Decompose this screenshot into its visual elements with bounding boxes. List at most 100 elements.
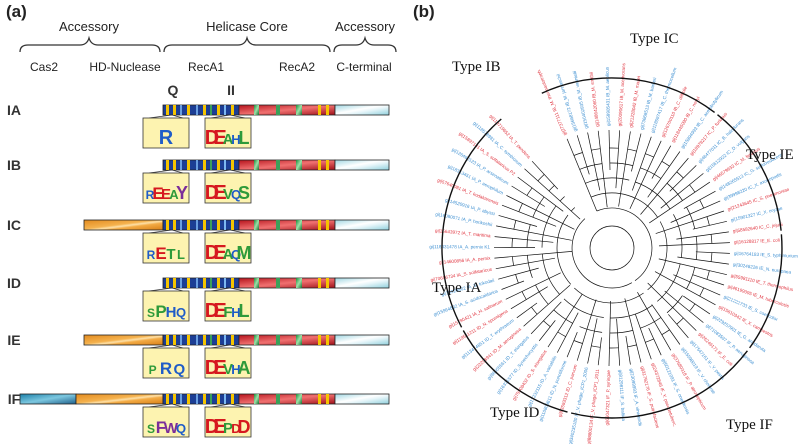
tree-node-arc <box>610 305 653 319</box>
cas2-domain <box>19 393 77 405</box>
clade-arc-type-ic <box>717 114 782 231</box>
reca1-motif-stripe <box>203 220 206 230</box>
logo-letter: H <box>166 304 177 321</box>
clade-arc-type-if <box>570 350 748 419</box>
tree-branch <box>647 151 681 198</box>
tree-branch <box>498 215 538 227</box>
tree-branch <box>634 313 652 360</box>
logo-connector <box>148 403 184 408</box>
tree-node-arc <box>609 162 633 166</box>
logo-connector <box>210 229 246 234</box>
logo-connector <box>210 287 246 292</box>
logo-letter: A <box>223 131 234 148</box>
clade-label-type-ic: Type IC <box>630 31 679 47</box>
tree-node-arc <box>585 177 630 184</box>
tree-node-arc <box>570 207 576 212</box>
c-terminal-domain <box>334 277 390 289</box>
logo-connector <box>210 114 246 119</box>
tree-node-arc <box>657 263 681 302</box>
logo-letter: D <box>205 182 219 204</box>
logo-letter: F <box>223 304 232 321</box>
reca2-motif-stripe <box>254 160 259 170</box>
logo-letter: E <box>213 416 226 438</box>
reca2-motif-stripe <box>318 220 321 230</box>
reca1-motif-stripe <box>231 220 234 230</box>
tree-branch <box>547 294 583 348</box>
reca1-motif-stripe <box>231 394 234 404</box>
logo-letter: Q <box>231 187 241 202</box>
leaf-label: gi|88800134 IF_V. phage_ICP1_2011 <box>586 368 600 444</box>
tree-node-arc <box>553 309 573 324</box>
reca1-motif-stripe <box>187 105 190 115</box>
logo-letter: S <box>147 306 155 320</box>
reca1-motif-stripe <box>196 278 198 288</box>
logo-letter: A <box>169 187 179 202</box>
logo-letter: V <box>223 186 233 203</box>
reca2-motif-stripe <box>326 335 329 345</box>
tree-branch <box>651 304 681 345</box>
clade-arc-type-id <box>462 330 568 413</box>
logo-connector <box>210 169 246 174</box>
reca1-motif-stripe <box>224 105 226 115</box>
tree-node-arc <box>512 256 514 266</box>
tree-branch <box>668 314 689 339</box>
reca1-motif-stripe <box>231 335 234 345</box>
leaf-label: gi|21228042 IB_M. mazei <box>628 76 641 128</box>
tree-node-arc <box>666 182 683 201</box>
reca2-motif-stripe <box>254 335 259 345</box>
tree-branch <box>597 130 608 208</box>
tree-branch <box>631 136 652 191</box>
tree-branch <box>524 168 581 220</box>
tree-node-arc <box>596 207 653 281</box>
tree-branch <box>677 256 729 265</box>
tree-node-arc <box>541 253 560 295</box>
logo-letter: Q <box>231 247 241 262</box>
tree-node-arc <box>635 181 671 210</box>
tree-node-arc <box>573 340 583 344</box>
tree-node-arc <box>699 199 705 209</box>
tree-node-arc <box>556 214 572 285</box>
leaf-label: gi|14600856 IA_A. pernix <box>439 256 491 265</box>
domain-reca1: RecA1 <box>188 60 224 74</box>
tree-branch <box>498 267 539 280</box>
tree-node-arc <box>526 255 533 279</box>
reca1-motif-stripe <box>203 105 206 115</box>
reca1-motif-stripe <box>173 278 176 288</box>
tree-branch <box>576 299 597 361</box>
tree-branch <box>494 251 573 259</box>
tree-branch <box>669 165 697 192</box>
reca1-motif-stripe <box>231 160 234 170</box>
panel-b-label: (b) <box>413 2 435 21</box>
reca1-motif-stripe <box>187 278 190 288</box>
reca2-motif-stripe <box>276 335 280 345</box>
logo-letter: A <box>238 358 251 378</box>
header-accessory-left: Accessory <box>59 19 119 34</box>
tree-node-arc <box>661 160 670 167</box>
tree-branch <box>647 282 697 331</box>
leaf-label: gi|16764183 IE_S. typhimurium <box>734 251 798 259</box>
tree-branch <box>637 292 672 351</box>
reca1-motif-stripe <box>203 335 206 345</box>
reca2-motif-stripe <box>296 394 302 404</box>
c-terminal-domain <box>334 393 390 405</box>
reca1-motif-stripe <box>180 220 182 230</box>
tree-branch <box>654 271 716 306</box>
reca1-motif-stripe <box>173 335 176 345</box>
logo-letter: H <box>231 305 240 320</box>
tree-branch <box>676 231 729 240</box>
reca1-motif-stripe <box>203 394 206 404</box>
tree-branch <box>631 133 642 172</box>
tree-node-arc <box>627 148 637 152</box>
logo-letter: A <box>223 246 234 263</box>
leaf-label: gi|118431478 IA_A. pernix K1 <box>429 244 490 249</box>
tree-branch <box>510 286 548 310</box>
reca1-motif-stripe <box>187 160 190 170</box>
reca2-motif-stripe <box>254 105 259 115</box>
reca2-motif-stripe <box>276 394 280 404</box>
leaf-label: gi|66047321 IF_P. syringae <box>605 369 611 425</box>
tree-branch <box>692 274 725 286</box>
logo-letter: P <box>155 302 166 321</box>
reca1-motif-stripe <box>187 394 190 404</box>
reca1-motif-stripe <box>210 335 212 345</box>
